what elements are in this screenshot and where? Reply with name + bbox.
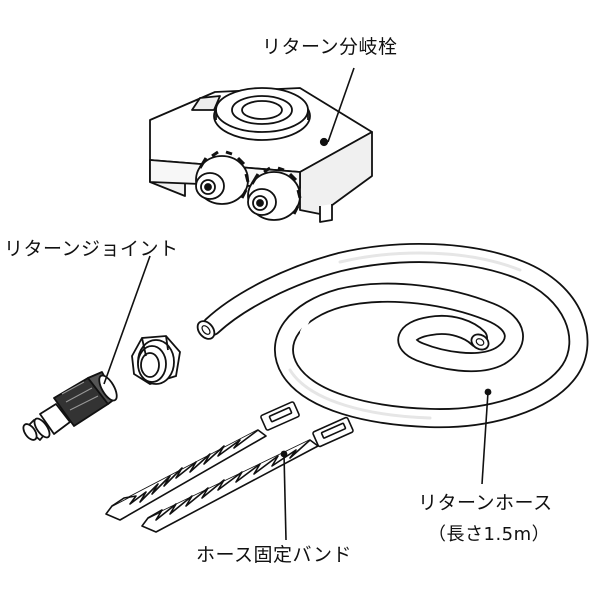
return-joint-illustration — [22, 371, 118, 441]
label-return-joint: リターンジョイント — [4, 238, 179, 260]
leader-return-hose — [481, 391, 489, 485]
label-hose-fixing-band: ホース固定バンド — [196, 544, 353, 566]
leader-branch-valve — [327, 67, 355, 143]
leader-fixing-band — [283, 453, 287, 541]
label-return-branch-valve: リターン分岐栓 — [262, 36, 398, 58]
hose-fixing-band-illustration — [105, 401, 354, 533]
nut-illustration — [131, 335, 181, 385]
return-hose-illustration — [196, 242, 589, 429]
label-return-hose-length: （長さ1.5m） — [428, 524, 551, 545]
leader-return-joint — [103, 255, 151, 385]
return-branch-valve-illustration — [149, 87, 373, 223]
label-return-hose: リターンホース — [418, 492, 553, 514]
